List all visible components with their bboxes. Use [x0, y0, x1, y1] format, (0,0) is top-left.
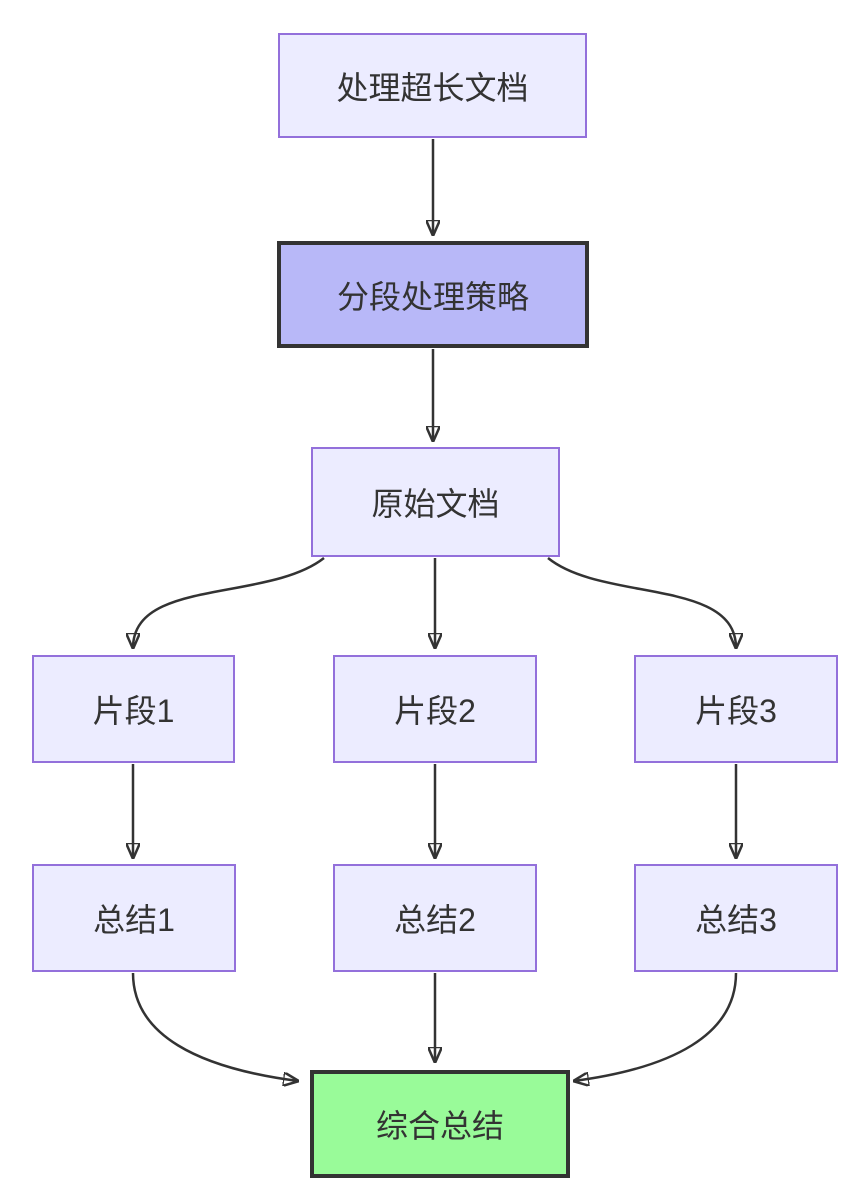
node-original-doc: 原始文档 [311, 447, 560, 557]
node-final-summary: 综合总结 [310, 1070, 570, 1178]
node-summary-3: 总结3 [634, 864, 838, 972]
node-fragment-2: 片段2 [333, 655, 537, 763]
node-label: 原始文档 [371, 486, 500, 522]
node-label: 总结2 [394, 902, 476, 938]
edge-e1-to-f [131, 972, 298, 1081]
node-label: 片段2 [394, 693, 476, 729]
node-handle-long-doc: 处理超长文档 [278, 33, 587, 138]
node-label: 处理超长文档 [336, 69, 529, 106]
node-label: 总结1 [93, 902, 175, 938]
node-label: 分段处理策略 [336, 278, 529, 315]
node-summary-1: 总结1 [32, 864, 236, 972]
node-summary-2: 总结2 [333, 864, 537, 972]
node-fragment-1: 片段1 [32, 655, 235, 763]
node-label: 综合总结 [375, 1108, 504, 1144]
node-label: 片段3 [695, 693, 777, 729]
edge-e3-to-f [574, 972, 738, 1081]
node-label: 总结3 [695, 902, 777, 938]
node-segmentation-strategy: 分段处理策略 [277, 241, 589, 348]
edge-c-to-d3 [547, 557, 736, 648]
node-fragment-3: 片段3 [634, 655, 838, 763]
node-label: 片段1 [92, 693, 175, 729]
edge-c-to-d1 [133, 557, 325, 648]
